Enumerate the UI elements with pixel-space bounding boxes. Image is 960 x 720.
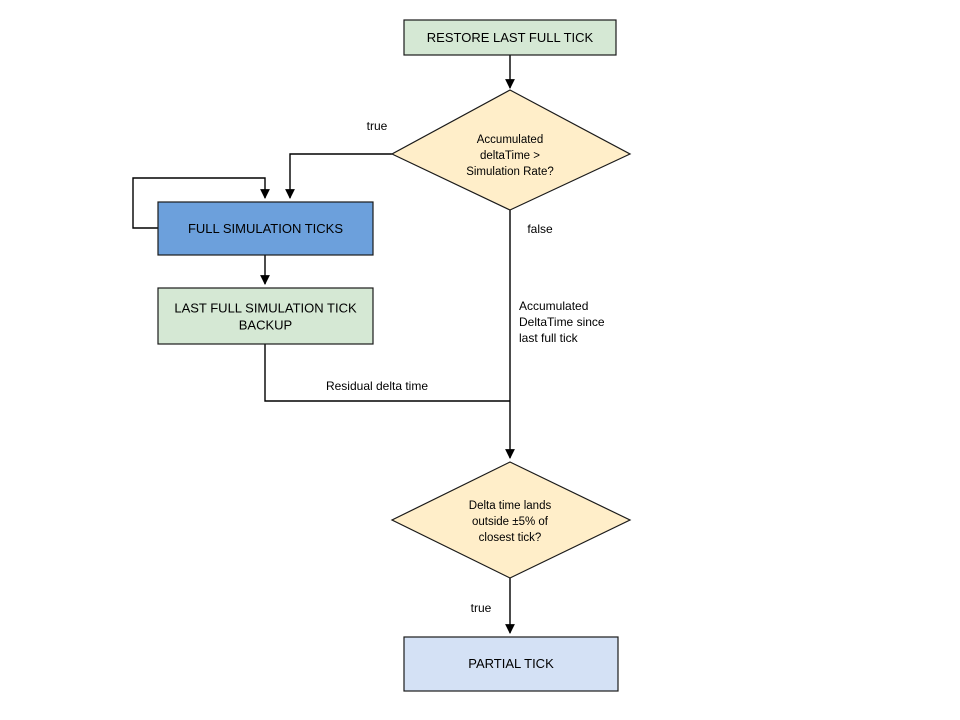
node-partial-tick[interactable]: PARTIAL TICK <box>403 636 619 692</box>
svg-text:last full tick: last full tick <box>519 331 579 345</box>
svg-text:Accumulated: Accumulated <box>519 299 588 313</box>
node-full-simulation-ticks-label: FULL SIMULATION TICKS <box>188 221 343 236</box>
svg-text:DeltaTime since: DeltaTime since <box>519 315 605 329</box>
node-backup-line-1: LAST FULL SIMULATION TICK <box>174 300 357 315</box>
decision-accumulated-line-3: Simulation Rate? <box>466 166 554 178</box>
edge-label-residual-delta-time: Residual delta time <box>326 379 428 393</box>
decision-delta-window-line-3: closest tick? <box>479 532 542 544</box>
node-full-simulation-ticks[interactable]: FULL SIMULATION TICKS <box>157 201 374 256</box>
node-decision-accumulated-deltatime[interactable]: Accumulated deltaTime > Simulation Rate? <box>390 89 632 211</box>
decision-accumulated-line-2: deltaTime > <box>480 150 540 162</box>
edge-label-accumulated-deltatime: Accumulated DeltaTime since last full ti… <box>519 299 605 345</box>
node-restore-label: RESTORE LAST FULL TICK <box>427 30 594 45</box>
node-last-full-simulation-tick-backup[interactable]: LAST FULL SIMULATION TICK BACKUP <box>157 287 374 345</box>
edge-decision-true-to-full-ticks <box>285 153 392 199</box>
edge-full-ticks-self-loop <box>132 177 270 229</box>
decision-delta-window-line-2: outside ±5% of <box>472 516 549 528</box>
node-partial-tick-label: PARTIAL TICK <box>468 656 554 671</box>
edge-label-true-full-ticks: true <box>367 119 388 133</box>
edge-label-true-partial-tick: true <box>471 601 492 615</box>
node-backup-line-2: BACKUP <box>239 317 292 332</box>
node-decision-delta-window[interactable]: Delta time lands outside ±5% of closest … <box>390 461 632 579</box>
edge-backup-residual-delta-time <box>264 344 510 402</box>
node-restore-last-full-tick[interactable]: RESTORE LAST FULL TICK <box>403 19 617 56</box>
edge-label-false: false <box>527 222 553 236</box>
decision-accumulated-line-1: Accumulated <box>477 134 543 146</box>
decision-delta-window-line-1: Delta time lands <box>469 500 552 512</box>
